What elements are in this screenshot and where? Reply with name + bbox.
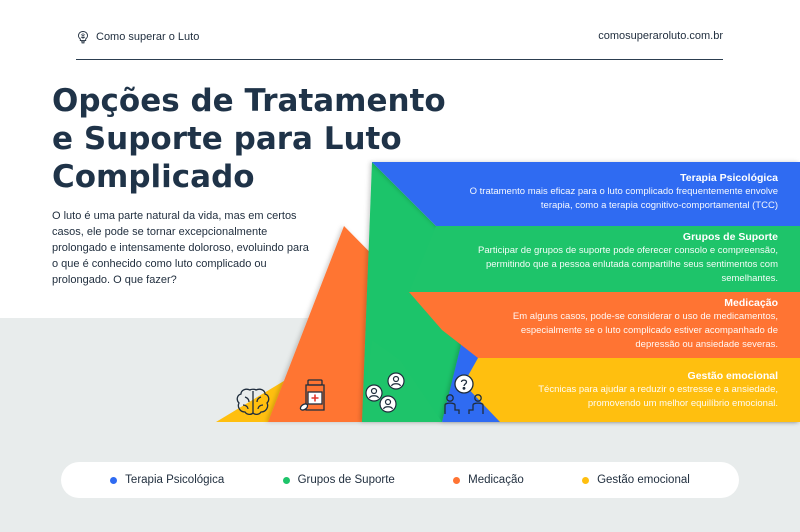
- option-title: Terapia Psicológica: [680, 172, 778, 184]
- legend-label: Medicação: [468, 474, 524, 486]
- legend-label: Gestão emocional: [597, 474, 690, 486]
- option-gestao-emocional: Gestão emocional Técnicas para ajudar a …: [498, 369, 778, 411]
- legend: Terapia Psicológica Grupos de Suporte Me…: [61, 462, 739, 498]
- option-title: Gestão emocional: [687, 370, 778, 382]
- brain-lightbulb-icon: [78, 31, 88, 44]
- brand[interactable]: Como superar o Luto: [76, 30, 199, 44]
- legend-dot: [110, 476, 118, 484]
- option-description: Técnicas para ajudar a reduzir o estress…: [538, 384, 778, 409]
- option-terapia-psicologica: Terapia Psicológica O tratamento mais ef…: [448, 171, 778, 213]
- option-description: Participar de grupos de suporte pode ofe…: [478, 245, 778, 284]
- legend-item-grupos: Grupos de Suporte: [282, 474, 395, 486]
- legend-item-gestao: Gestão emocional: [582, 474, 690, 486]
- option-medicacao: Medicação Em alguns casos, pode-se consi…: [508, 296, 778, 352]
- legend-item-medicacao: Medicação: [453, 474, 524, 486]
- option-title: Grupos de Suporte: [682, 231, 778, 243]
- legend-label: Terapia Psicológica: [125, 474, 225, 486]
- brand-name: Como superar o Luto: [96, 31, 200, 43]
- option-description: O tratamento mais eficaz para o luto com…: [469, 186, 778, 211]
- legend-label: Grupos de Suporte: [297, 474, 395, 486]
- intro-text: O luto é uma parte natural da vida, mas …: [52, 210, 309, 286]
- header: Como superar o Luto comosuperaroluto.com…: [76, 30, 723, 60]
- legend-item-terapia: Terapia Psicológica: [110, 474, 224, 486]
- page-title: Opções de Tratamento e Suporte para Luto…: [52, 83, 446, 195]
- legend-dot: [453, 476, 461, 484]
- option-description: Em alguns casos, pode-se considerar o us…: [512, 311, 778, 350]
- option-title: Medicação: [724, 297, 778, 309]
- option-grupos-de-suporte: Grupos de Suporte Participar de grupos d…: [478, 230, 778, 286]
- legend-dot: [282, 476, 290, 484]
- legend-dot: [582, 476, 590, 484]
- site-url[interactable]: comosuperaroluto.com.br: [598, 30, 723, 42]
